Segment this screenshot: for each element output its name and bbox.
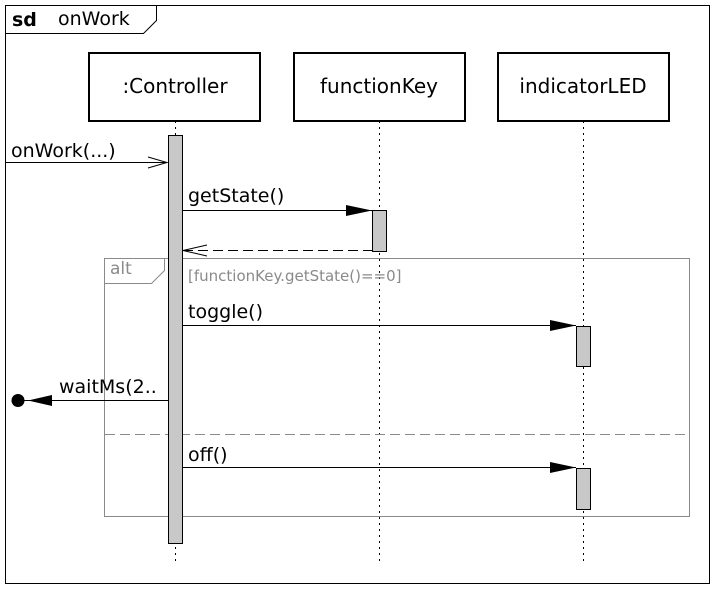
lifeline-name: :Controller (122, 74, 228, 98)
message-label: onWork(...) (11, 140, 116, 162)
sd-frame: sd onWork (5, 5, 710, 584)
message-label: toggle() (188, 301, 263, 323)
message-waitms: waitMs(2.. (11, 376, 168, 407)
message-getstate: getState() (183, 185, 372, 216)
message-toggle: toggle() (183, 301, 576, 331)
lifeline-head-box (497, 52, 670, 122)
alt-fragment: alt [functionKey.getState()==0] (104, 258, 690, 517)
alt-guard: [functionKey.getState()==0] (188, 267, 402, 285)
indicatorled-activation-off (576, 468, 591, 510)
lost-message-endpoint (11, 394, 25, 407)
alt-operator: alt (110, 259, 132, 279)
frame-name: onWork (58, 8, 130, 30)
lifeline-name: indicatorLED (519, 74, 646, 98)
frame-tab (5, 5, 157, 34)
message-onwork: onWork(...) (6, 140, 169, 169)
controller-activation (168, 135, 183, 544)
alt-fragment-box (104, 258, 690, 517)
message-label: waitMs(2.. (59, 376, 157, 398)
message-label: getState() (188, 185, 284, 207)
lifeline-controller: :Controller (88, 52, 261, 122)
frame-keyword: sd (12, 9, 37, 31)
message-label: off() (188, 444, 228, 466)
open-arrowhead (147, 156, 169, 169)
indicatorled-activation-toggle (576, 326, 591, 367)
filled-arrowhead (550, 462, 576, 473)
message-getstate-return (182, 244, 372, 257)
lifeline-indicatorled: indicatorLED (497, 52, 670, 122)
open-arrowhead (182, 244, 208, 257)
filled-arrowhead (346, 205, 372, 216)
message-off: off() (183, 444, 576, 473)
lifeline-name: functionKey (320, 74, 438, 98)
alt-fragment-tab (104, 258, 165, 284)
filled-arrowhead (550, 320, 576, 331)
lifeline-head-box (293, 52, 466, 122)
filled-arrowhead (28, 395, 52, 406)
functionkey-activation (372, 210, 387, 252)
lifeline-head-box (88, 52, 261, 122)
lifeline-functionkey: functionKey (293, 52, 466, 122)
